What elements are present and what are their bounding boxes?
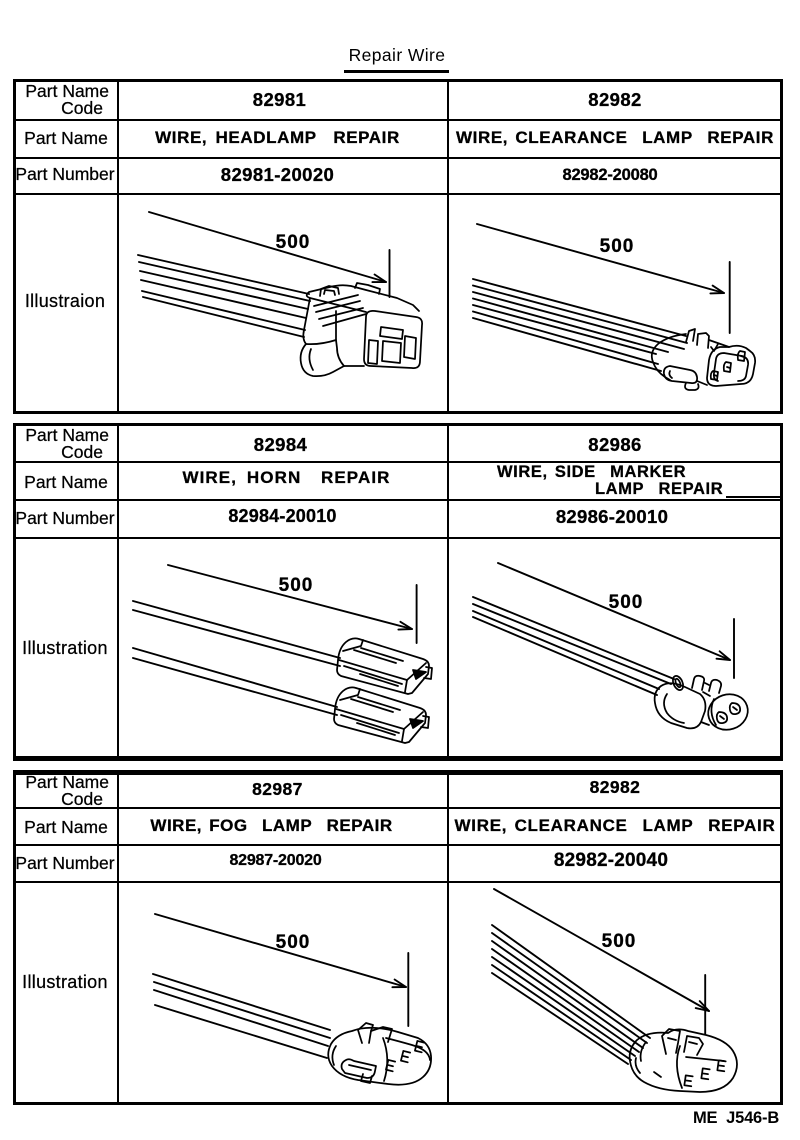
svg-text:500: 500	[279, 575, 314, 596]
svg-text:500: 500	[602, 931, 637, 952]
svg-text:500: 500	[600, 236, 635, 257]
svg-text:500: 500	[276, 932, 311, 953]
svg-text:500: 500	[609, 592, 644, 613]
svg-text:500: 500	[276, 232, 311, 253]
